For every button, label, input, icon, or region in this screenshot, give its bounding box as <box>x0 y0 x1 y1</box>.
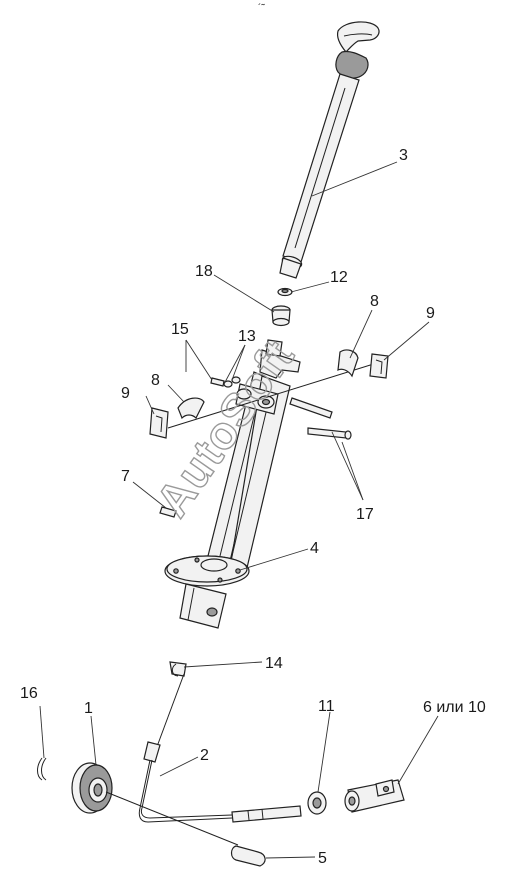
pin-7 <box>159 506 177 518</box>
clip-9-right <box>369 353 389 379</box>
callout-7: 7 <box>121 468 130 485</box>
callout-4: 4 <box>310 540 319 557</box>
callout-13: 13 <box>238 328 256 345</box>
callout-15: 15 <box>171 321 189 338</box>
callout-numbers: 3 18 12 8 9 15 13 8 9 7 17 4 14 16 1 2 1… <box>20 147 486 867</box>
fork-6-10 <box>344 779 405 813</box>
callout-6-or-10: 6 или 10 <box>423 699 486 716</box>
bracket-8-right <box>337 349 359 378</box>
callout-12: 12 <box>330 269 348 286</box>
callout-11: 11 <box>318 698 335 715</box>
lever-rod <box>279 73 360 279</box>
washer-12 <box>277 287 293 297</box>
clip-9-left <box>149 407 169 439</box>
clip-14 <box>169 661 187 677</box>
pins-17 <box>289 397 352 440</box>
leader-lines <box>39 161 439 859</box>
callout-14: 14 <box>265 655 283 672</box>
callout-5: 5 <box>318 850 327 867</box>
lever-handle <box>335 21 380 79</box>
guide-line <box>105 791 239 846</box>
header-mark: ´˜ <box>258 2 265 14</box>
callout-16: 16 <box>20 685 38 702</box>
callout-9-left: 9 <box>121 385 130 402</box>
callout-18: 18 <box>195 263 213 280</box>
callout-17: 17 <box>356 506 374 523</box>
nut-11 <box>307 791 327 815</box>
callout-3: 3 <box>399 147 408 164</box>
bushing-18 <box>271 305 291 327</box>
callout-8-right: 8 <box>370 293 379 310</box>
callout-8-left: 8 <box>151 372 160 389</box>
bracket-8-left <box>177 397 205 420</box>
flange-plate-4 <box>164 555 250 629</box>
end-cap-5 <box>230 845 266 867</box>
callout-2: 2 <box>200 747 209 764</box>
cable-2 <box>138 673 302 823</box>
pulley-1 <box>71 762 113 814</box>
callout-1: 1 <box>84 700 93 717</box>
cotter-pin-16 <box>37 757 47 781</box>
callout-9-right: 9 <box>426 305 435 322</box>
